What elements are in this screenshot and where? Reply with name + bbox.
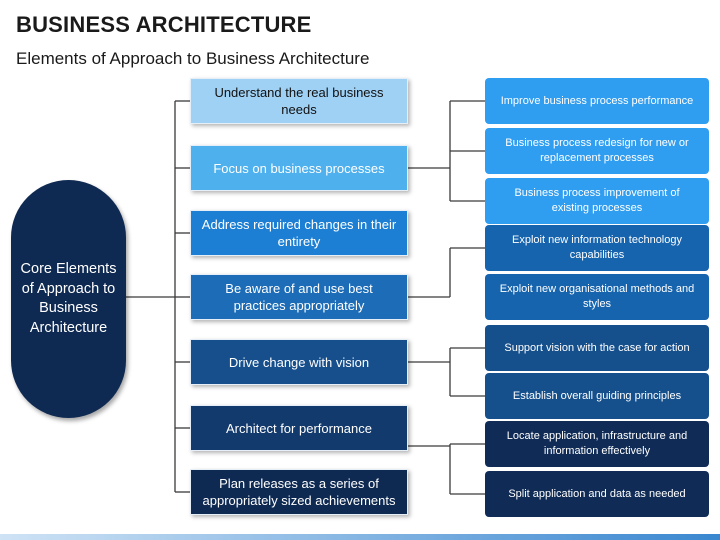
detail-process-redesign: Business process redesign for new or rep… [485,128,709,174]
element-plan-releases: Plan releases as a series of appropriate… [190,469,408,515]
slide-subtitle: Elements of Approach to Business Archite… [16,49,370,68]
element-label: Plan releases as a series of appropriate… [202,476,396,508]
element-focus-business-processes: Focus on business processes [190,145,408,191]
element-label: Focus on business processes [213,160,385,176]
element-drive-change-with-vision: Drive change with vision [190,339,408,385]
element-label: Architect for performance [226,420,372,436]
detail-split-application-data: Split application and data as needed [485,471,709,517]
detail-label: Support vision with the case for action [504,341,690,354]
detail-establish-guiding-principles: Establish overall guiding principles [485,373,709,419]
element-architect-for-performance: Architect for performance [190,405,408,451]
detail-exploit-organisational-methods: Exploit new organisational methods and s… [485,274,709,320]
element-label: Address required changes in their entire… [201,217,397,249]
detail-label: Exploit new organisational methods and s… [499,283,695,310]
detail-label: Establish overall guiding principles [512,389,682,402]
element-understand-business-needs: Understand the real business needs [190,78,408,124]
core-elements-oval: Core Elements of Approach to Business Ar… [11,180,126,418]
element-use-best-practices: Be aware of and use best practices appro… [190,274,408,320]
footer-accent-bar [0,534,720,540]
detail-label: Exploit new information technology capab… [512,234,682,261]
element-label: Drive change with vision [228,354,370,370]
detail-support-vision: Support vision with the case for action [485,325,709,371]
element-address-required-changes: Address required changes in their entire… [190,210,408,256]
detail-label: Split application and data as needed [508,487,686,500]
core-elements-label: Core Elements of Approach to Business Ar… [20,261,117,336]
detail-locate-application: Locate application, infrastructure and i… [485,421,709,467]
detail-exploit-it-capabilities: Exploit new information technology capab… [485,225,709,271]
detail-label: Business process redesign for new or rep… [505,137,689,164]
element-label: Understand the real business needs [214,85,384,117]
detail-improve-process-performance: Improve business process performance [485,78,709,124]
detail-process-improvement: Business process improvement of existing… [485,178,709,224]
detail-label: Locate application, infrastructure and i… [506,430,688,457]
element-label: Be aware of and use best practices appro… [225,281,373,313]
detail-label: Improve business process performance [500,94,694,107]
slide-title: BUSINESS ARCHITECTURE [16,12,312,37]
detail-label: Business process improvement of existing… [514,187,680,214]
